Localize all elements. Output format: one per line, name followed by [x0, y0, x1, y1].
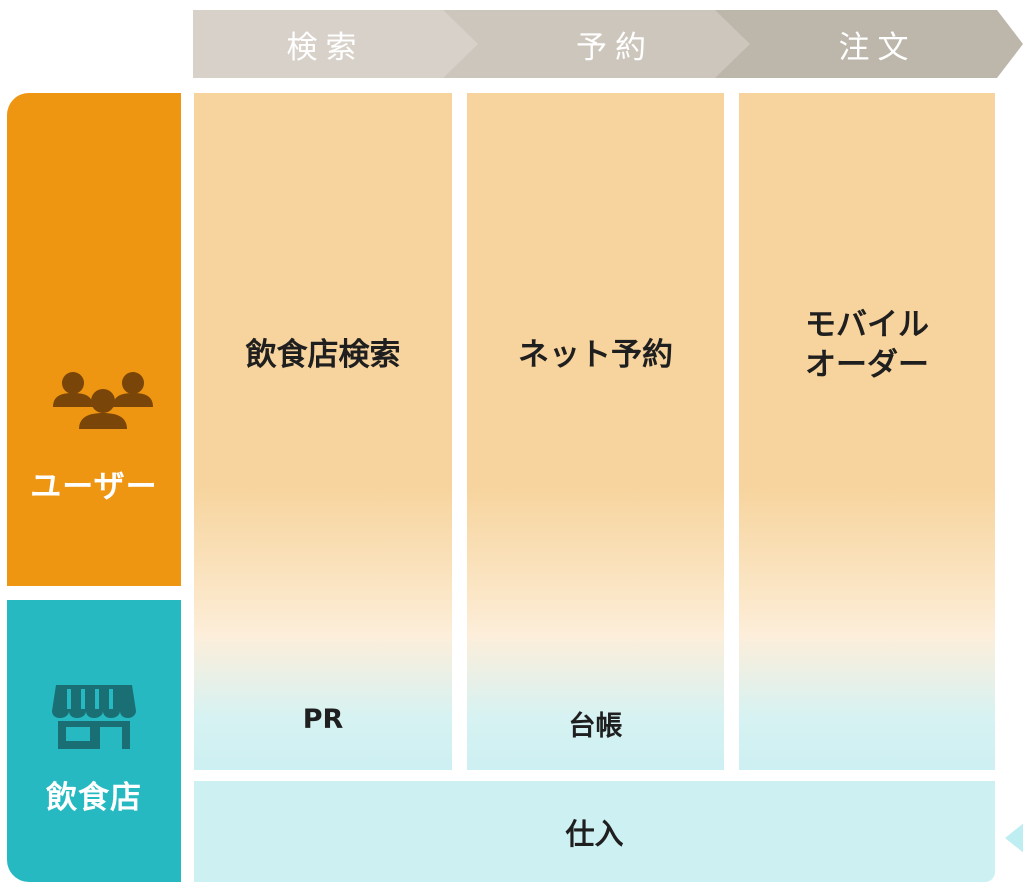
users-group-icon: [53, 372, 153, 429]
step-search-label: 検索: [286, 29, 365, 66]
left-arrow-icon: [1005, 822, 1023, 854]
role-shop-block: 飲食店: [7, 600, 181, 882]
step-reservation: 予約: [440, 10, 750, 78]
role-user-block: ユーザー: [7, 93, 181, 586]
role-shop-label: 飲食店: [46, 780, 142, 816]
column-bottom-label: 台帳: [568, 711, 623, 742]
column-bottom-label: PR: [302, 704, 344, 735]
step-order-label: 注文: [838, 29, 917, 66]
supply-band: 仕入: [194, 781, 995, 882]
column-restaurant-search: 飲食店検索 PR: [194, 93, 452, 770]
column-title-line: モバイル: [805, 307, 929, 343]
supply-label: 仕入: [565, 816, 624, 851]
step-search: 検索: [193, 10, 478, 78]
column-online-reservation: ネット予約 台帳: [467, 93, 724, 770]
column-title: モバイル オーダー: [739, 305, 995, 385]
column-mobile-order: モバイル オーダー: [739, 93, 995, 770]
step-order: 注文: [712, 10, 1023, 78]
storefront-icon: [52, 685, 136, 749]
column-title: ネット予約: [518, 337, 673, 373]
step-reservation-label: 予約: [576, 29, 654, 66]
column-title: 飲食店検索: [245, 337, 401, 373]
column-title-line: オーダー: [805, 347, 929, 383]
role-user-label: ユーザー: [30, 469, 158, 505]
